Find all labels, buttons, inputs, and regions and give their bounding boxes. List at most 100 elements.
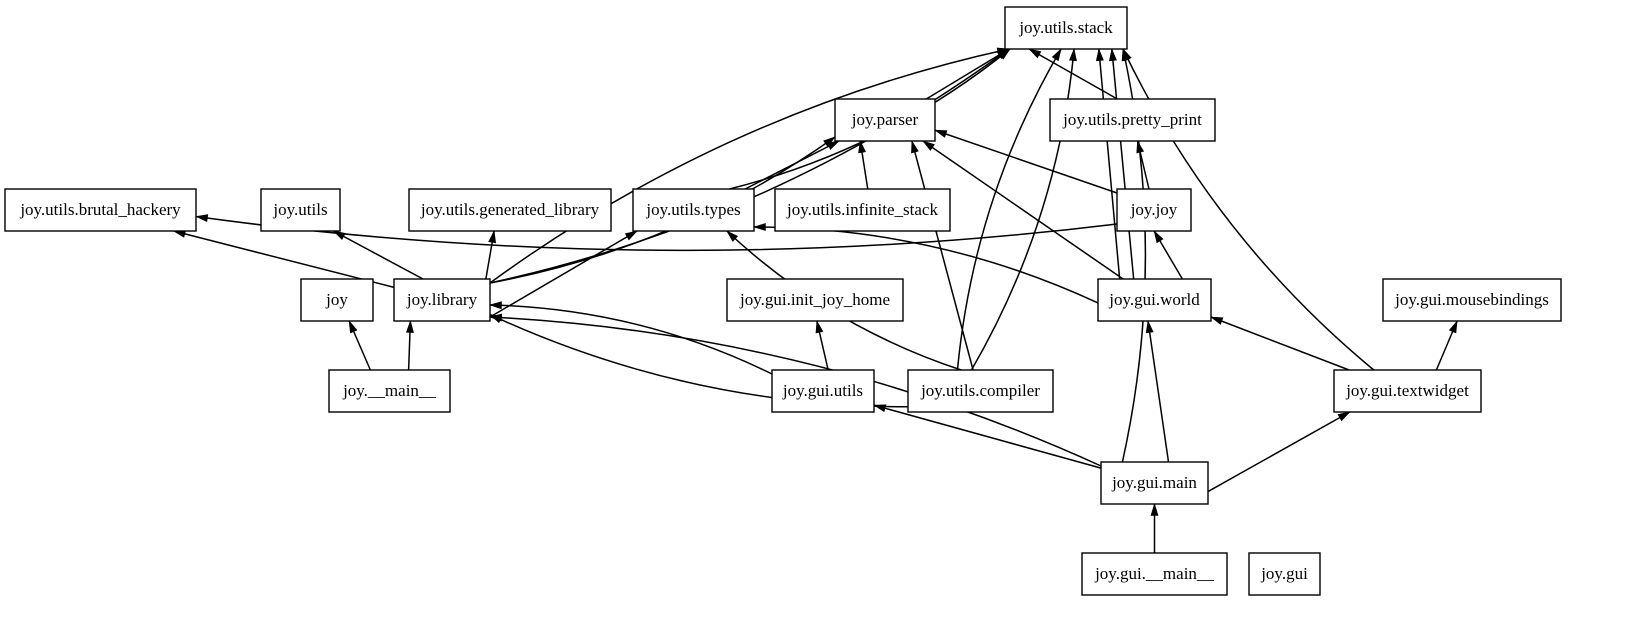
edge-arrowhead xyxy=(348,320,358,334)
edge-arrowhead xyxy=(488,229,497,244)
node-label: joy.joy xyxy=(1130,200,1178,219)
graph-node-joy-utils-infinite-stack[interactable]: joy.utils.infinite_stack xyxy=(774,188,951,232)
node-box[interactable] xyxy=(907,369,1054,413)
dependency-edge xyxy=(333,230,424,280)
node-box[interactable] xyxy=(1333,369,1482,413)
dependency-edge xyxy=(1098,48,1121,280)
edge-arrowhead xyxy=(1210,316,1224,325)
graph-node-joy-utils-generated-library[interactable]: joy.utils.generated_library xyxy=(408,188,612,232)
graph-node-joy-utils-compiler[interactable]: joy.utils.compiler xyxy=(907,369,1054,413)
node-box[interactable] xyxy=(1049,98,1216,142)
edge-arrowhead xyxy=(1337,411,1351,422)
edge-arrowhead xyxy=(1150,502,1159,516)
node-label: joy.utils.compiler xyxy=(920,381,1040,400)
edge-arrowhead xyxy=(488,313,502,322)
node-label: joy xyxy=(325,290,348,309)
dependency-edge xyxy=(1147,320,1170,463)
dependency-edge xyxy=(195,215,1118,252)
node-box[interactable] xyxy=(328,369,451,413)
node-label: joy.utils.stack xyxy=(1018,18,1113,37)
dependency-edge xyxy=(925,48,1010,100)
graph-node-joy-gui-init-joy-home[interactable]: joy.gui.init_joy_home xyxy=(726,278,904,322)
graph-node-joy-utils[interactable]: joy.utils xyxy=(260,188,341,232)
edge-arrowhead xyxy=(406,319,414,333)
node-label: joy.gui.main xyxy=(1111,473,1197,492)
edge-arrowhead xyxy=(1069,47,1077,62)
dependency-edge xyxy=(1111,48,1135,280)
node-label: joy.utils.generated_library xyxy=(420,200,600,219)
edge-arrowhead xyxy=(1153,230,1164,244)
edge-arrowhead xyxy=(194,214,209,223)
graph-node-joy-utils-brutal-hackery[interactable]: joy.utils.brutal_hackery xyxy=(4,188,197,232)
graph-node-joy-library[interactable]: joy.library xyxy=(393,278,491,322)
node-label: joy.gui.textwidget xyxy=(1345,381,1469,400)
dependency-edge xyxy=(1210,316,1350,371)
graph-node-joy-utils-pretty-print[interactable]: joy.utils.pretty_print xyxy=(1049,98,1216,142)
graph-node-joy-gui---main--[interactable]: joy.gui.__main__ xyxy=(1081,552,1228,596)
node-box[interactable] xyxy=(1248,552,1321,596)
edge-arrowhead xyxy=(1145,319,1154,334)
node-box[interactable] xyxy=(1097,278,1212,322)
node-box[interactable] xyxy=(4,188,197,232)
dependency-edge xyxy=(489,230,638,318)
node-box[interactable] xyxy=(1382,278,1562,322)
node-box[interactable] xyxy=(1100,461,1209,505)
edge-arrowhead xyxy=(1121,48,1130,62)
dependency-edge xyxy=(922,140,1124,280)
edge-arrowhead xyxy=(752,223,766,231)
graph-node-joy-gui-world[interactable]: joy.gui.world xyxy=(1097,278,1212,322)
edge-arrowhead xyxy=(488,301,502,310)
graph-node-joy-gui-main[interactable]: joy.gui.main xyxy=(1100,461,1209,505)
edge-arrowhead xyxy=(873,404,887,413)
edge-arrowhead xyxy=(815,320,824,334)
node-label: joy.library xyxy=(406,290,478,309)
graph-node-joy-utils-stack[interactable]: joy.utils.stack xyxy=(1004,6,1128,50)
node-box[interactable] xyxy=(726,278,904,322)
dependency-edge xyxy=(956,48,1062,371)
graph-node-joy-utils-types[interactable]: joy.utils.types xyxy=(632,188,755,232)
graph-node-joy-gui-mousebindings[interactable]: joy.gui.mousebindings xyxy=(1382,278,1562,322)
graph-node-joy-gui-utils[interactable]: joy.gui.utils xyxy=(771,369,875,413)
node-box[interactable] xyxy=(408,188,612,232)
edge-arrowhead xyxy=(1051,48,1062,62)
node-box[interactable] xyxy=(771,369,875,413)
edge-arrowhead xyxy=(1095,47,1104,62)
dependency-edge xyxy=(934,129,1118,194)
node-label: joy.gui.mousebindings xyxy=(1394,290,1549,309)
dependency-edge xyxy=(489,304,773,375)
node-label: joy.__main__ xyxy=(342,381,436,400)
edge-arrowhead xyxy=(1136,140,1145,154)
graph-node-joy---main--[interactable]: joy.__main__ xyxy=(328,369,451,413)
graph-node-joy-parser[interactable]: joy.parser xyxy=(834,98,936,142)
node-box[interactable] xyxy=(260,188,341,232)
graph-node-joy-gui-textwidget[interactable]: joy.gui.textwidget xyxy=(1333,369,1482,413)
node-label: joy.gui.init_joy_home xyxy=(739,290,890,309)
node-label: joy.gui xyxy=(1260,564,1308,583)
graph-node-joy-joy[interactable]: joy.joy xyxy=(1116,188,1192,232)
graph-node-joy[interactable]: joy xyxy=(300,278,374,322)
edge-arrowhead xyxy=(726,230,739,242)
edge-arrowhead xyxy=(1448,320,1458,334)
node-box[interactable] xyxy=(1004,6,1128,50)
node-box[interactable] xyxy=(300,278,374,322)
node-label: joy.utils.pretty_print xyxy=(1062,110,1202,129)
node-box[interactable] xyxy=(1081,552,1228,596)
node-label: joy.utils.brutal_hackery xyxy=(19,200,181,219)
edge-arrowhead xyxy=(998,48,1011,60)
graph-node-joy-gui[interactable]: joy.gui xyxy=(1248,552,1321,596)
edge-arrowhead xyxy=(1109,47,1117,62)
edge-arrowhead xyxy=(823,136,836,148)
node-box[interactable] xyxy=(834,98,936,142)
node-label: joy.parser xyxy=(851,110,919,129)
node-box[interactable] xyxy=(1116,188,1192,232)
dependency-edge xyxy=(873,404,1102,469)
edge-arrowhead xyxy=(858,139,866,154)
node-box[interactable] xyxy=(774,188,951,232)
node-label: joy.gui.world xyxy=(1108,290,1200,309)
node-box[interactable] xyxy=(393,278,491,322)
node-box[interactable] xyxy=(632,188,755,232)
nodes-layer: joy.utils.stack joy.parser joy.utils.prett… xyxy=(4,6,1562,596)
dependency-edge xyxy=(489,316,1102,467)
dependency-edge xyxy=(489,48,1010,284)
